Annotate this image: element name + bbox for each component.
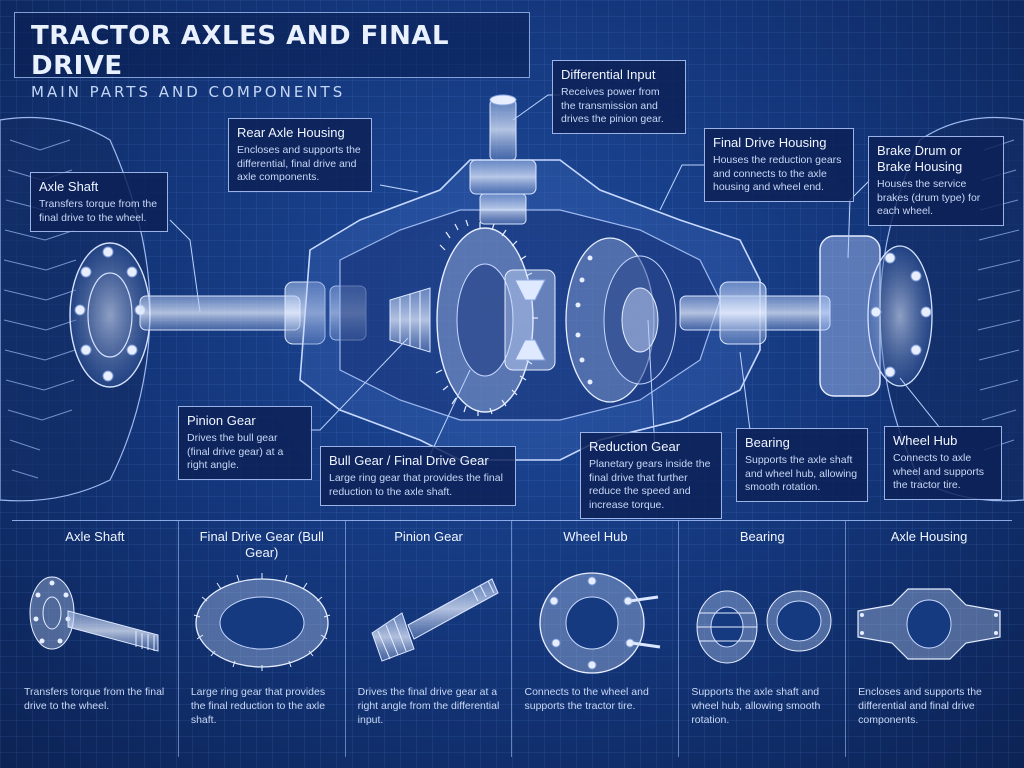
callout-text: Houses the reduction gears and connects … <box>713 154 842 193</box>
page-subtitle: MAIN PARTS AND COMPONENTS <box>31 83 346 101</box>
component-description: Drives the final drive gear at a right a… <box>357 686 500 726</box>
callout-text: Drives the bull gear (final drive gear) … <box>187 432 284 471</box>
component-card-axle-housing: Axle Housing Encloses and supports the d… <box>846 521 1012 757</box>
component-title: Final Drive Gear (Bull Gear) <box>199 529 324 560</box>
axle-shaft-icon <box>29 576 159 652</box>
leader-lines <box>169 94 941 456</box>
callout-differential-input: Differential Input Receives power from t… <box>552 60 686 134</box>
callout-title: Bull Gear / Final Drive Gear <box>329 453 489 468</box>
callout-text: Encloses and supports the differential, … <box>237 144 361 183</box>
component-title: Axle Shaft <box>65 529 125 544</box>
bull-gear <box>435 219 538 416</box>
page-title: TRACTOR AXLES AND FINAL DRIVE <box>31 21 450 81</box>
callout-text: Connects to axle wheel and supports the … <box>893 452 985 491</box>
component-card-bull-gear: Final Drive Gear (Bull Gear) Large ring … <box>179 521 346 757</box>
axle-assembly-illustration <box>0 94 1024 502</box>
component-description: Encloses and supports the differential a… <box>858 686 982 726</box>
callout-title: Axle Shaft <box>39 179 99 194</box>
component-card-pinion-gear: Pinion Gear Drives the final drive gear … <box>346 521 513 757</box>
callout-wheel-hub: Wheel Hub Connects to axle wheel and sup… <box>884 426 1002 500</box>
left-wheel-hub <box>69 242 151 388</box>
callout-text: Supports the axle shaft and wheel hub, a… <box>745 454 858 493</box>
component-title: Bearing <box>739 529 785 544</box>
callout-final-drive-housing: Final Drive Housing Houses the reduction… <box>704 128 854 202</box>
callout-title: Brake Drum or Brake Housing <box>877 143 963 174</box>
bull-gear-icon <box>193 573 330 671</box>
component-title: Axle Housing <box>890 529 968 544</box>
pinion-gear <box>389 287 431 353</box>
callout-brake-drum: Brake Drum or Brake Housing Houses the s… <box>868 136 1004 226</box>
callout-reduction-gear: Reduction Gear Planetary gears inside th… <box>580 432 722 519</box>
component-title: Pinion Gear <box>394 529 463 544</box>
component-description: Supports the axle shaft and wheel hub, a… <box>691 686 821 726</box>
differential-input-shaft <box>469 94 537 225</box>
callout-title: Differential Input <box>561 67 656 82</box>
component-description: Transfers torque from the final drive to… <box>24 686 165 712</box>
callout-title: Bearing <box>745 435 790 450</box>
callout-text: Large ring gear that provides the final … <box>329 472 503 498</box>
callout-text: Planetary gears inside the final drive t… <box>589 458 711 511</box>
callout-title: Reduction Gear <box>589 439 681 454</box>
right-axle-assembly <box>679 235 933 397</box>
components-panel: Axle Shaft Transfers torque from the fin… <box>12 520 1012 757</box>
callout-rear-axle-housing: Rear Axle Housing Encloses and supports … <box>228 118 372 192</box>
callout-title: Rear Axle Housing <box>237 125 345 140</box>
callout-title: Pinion Gear <box>187 413 256 428</box>
component-card-wheel-hub: Wheel Hub Connects to the wheel and supp… <box>512 521 680 757</box>
differential-gears <box>504 269 556 371</box>
component-card-bearing: Bearing Supports the axle shaft and whee… <box>679 521 847 757</box>
component-description: Large ring gear that provides the final … <box>190 686 326 726</box>
callout-bull-gear: Bull Gear / Final Drive Gear Large ring … <box>320 446 516 506</box>
reduction-gear-set <box>565 237 677 403</box>
callout-pinion-gear: Pinion Gear Drives the bull gear (final … <box>178 406 312 480</box>
callout-text: Transfers torque from the final drive to… <box>39 198 158 224</box>
callout-title: Wheel Hub <box>893 433 958 448</box>
callout-bearing: Bearing Supports the axle shaft and whee… <box>736 428 868 502</box>
callout-title: Final Drive Housing <box>713 135 827 150</box>
callout-axle-shaft: Axle Shaft Transfers torque from the fin… <box>30 172 168 232</box>
axle-housing-icon <box>857 588 1001 660</box>
pinion-gear-icon <box>371 578 499 662</box>
title-box: TRACTOR AXLES AND FINAL DRIVE MAIN PARTS… <box>14 12 530 101</box>
component-description: Connects to the wheel and supports the t… <box>524 686 649 712</box>
component-title: Wheel Hub <box>563 529 628 544</box>
wheel-hub-icon <box>539 572 661 674</box>
callout-text: Receives power from the transmission and… <box>561 86 664 125</box>
component-card-axle-shaft: Axle Shaft Transfers torque from the fin… <box>12 521 179 757</box>
callout-text: Houses the service brakes (drum type) fo… <box>877 178 981 217</box>
bearing-icon <box>696 590 832 664</box>
